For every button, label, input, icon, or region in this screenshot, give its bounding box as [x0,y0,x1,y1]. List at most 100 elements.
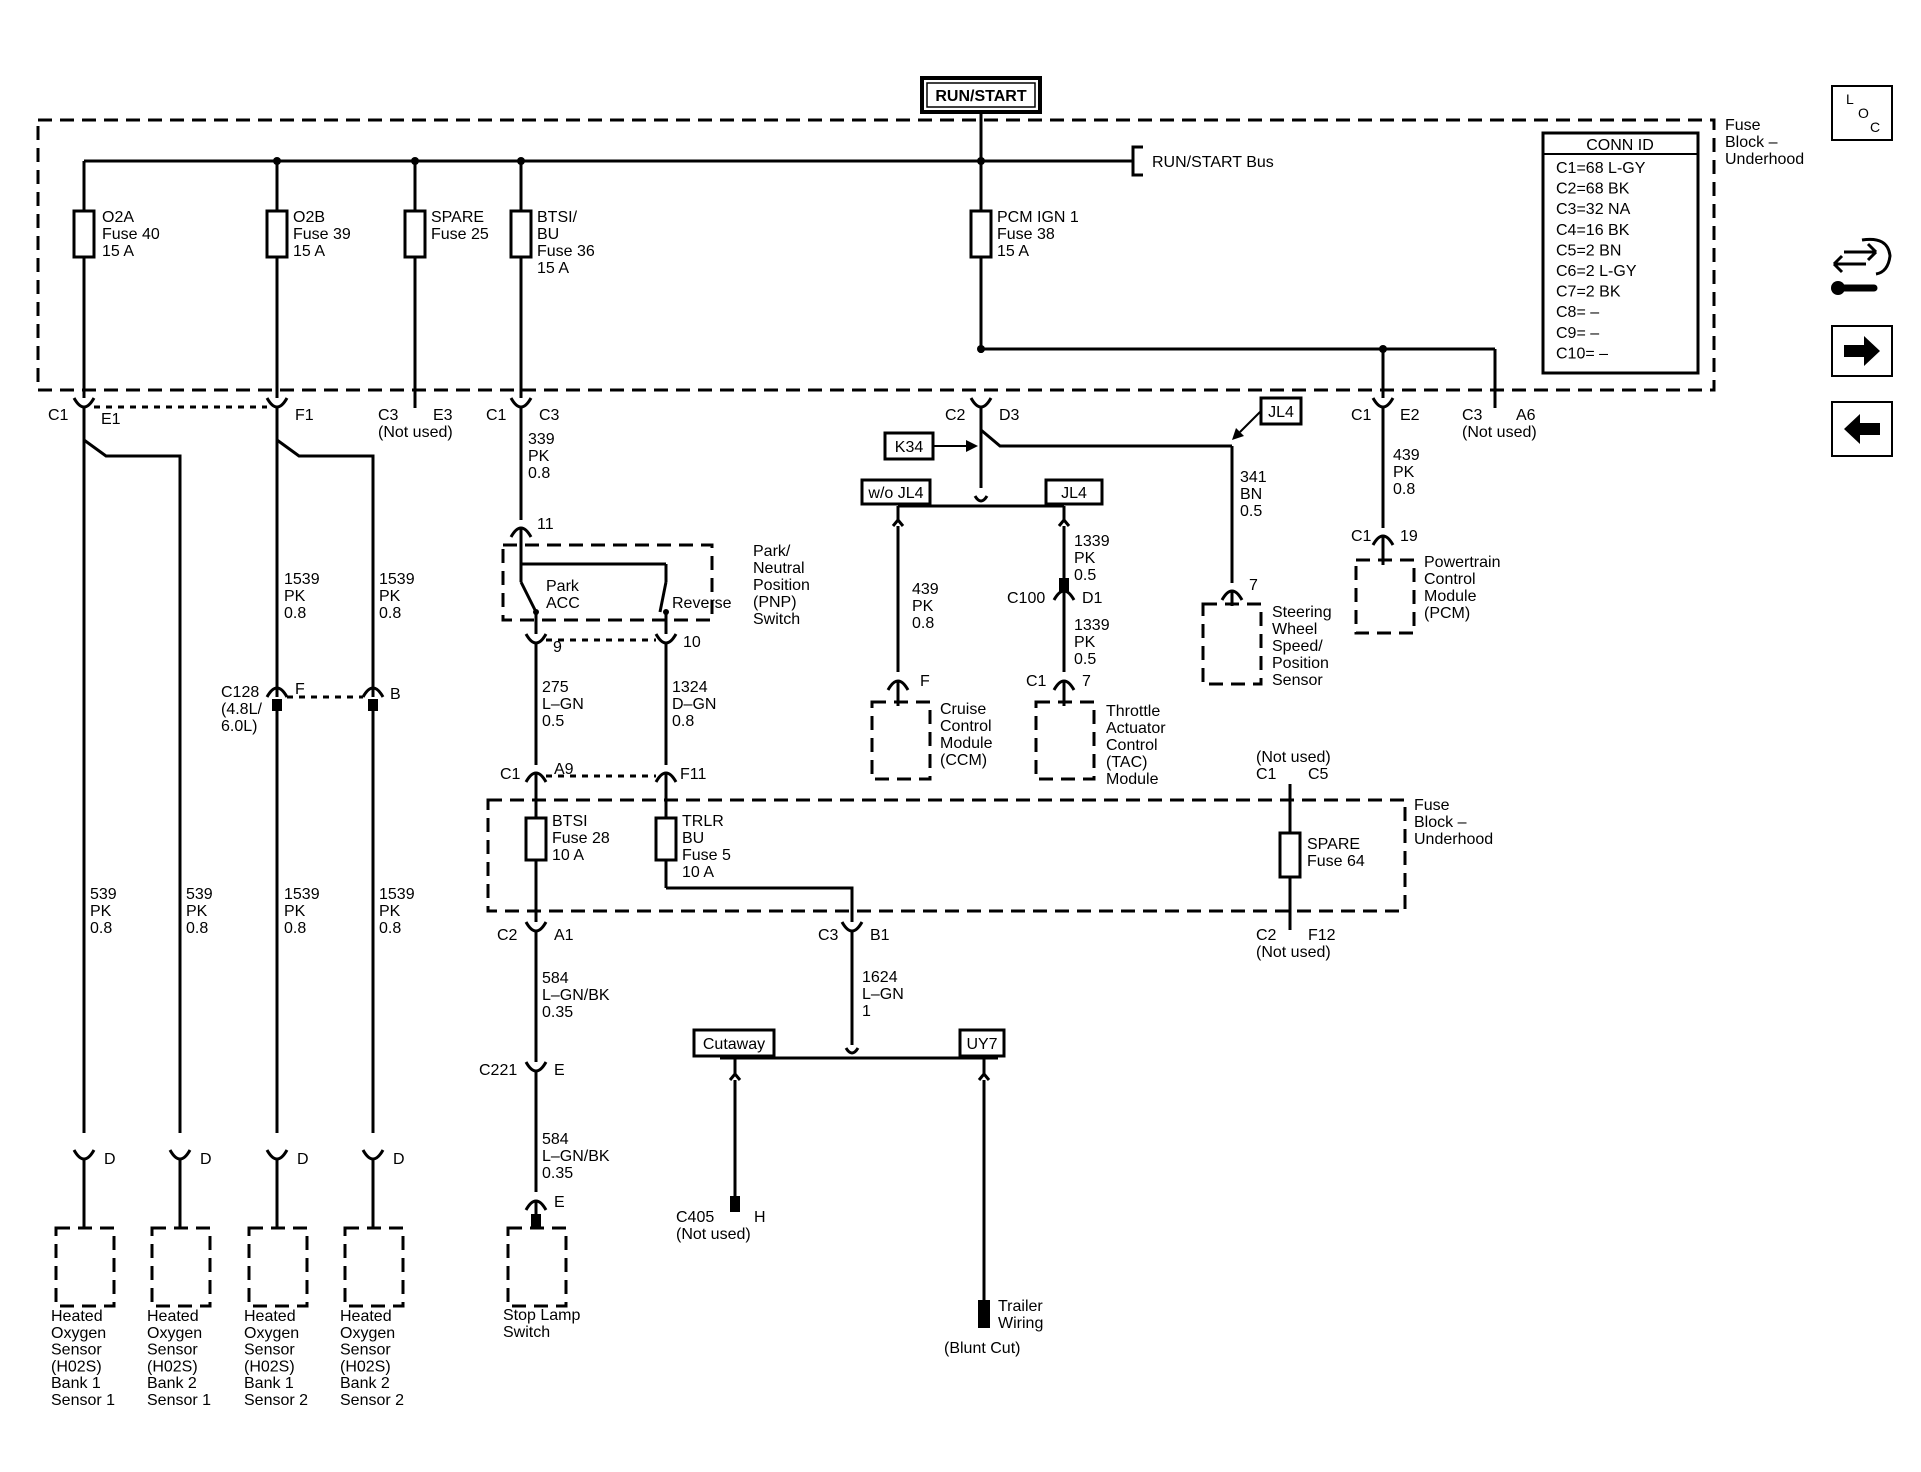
connector-label: 10 [683,634,701,651]
connector-label: C3 [539,407,560,424]
wire-label: 0.8 [186,920,208,937]
conn-id-row: C1=68 L-GY [1556,160,1646,177]
switch-label: Reverse [672,595,732,612]
component-label: Bank 2 [340,1375,390,1392]
fuse-label: Fuse 28 [552,830,610,847]
component-label: Cruise [940,701,986,718]
wire-label: PK [1074,634,1096,651]
conn-id-row: C4=16 BK [1556,222,1630,239]
wire-label: L–GN/BK [542,987,610,1004]
wire-label: L–GN [542,696,584,713]
connector-label: A6 [1516,407,1536,424]
previous-arrow-icon[interactable] [1831,401,1893,457]
wire-label: PK [284,588,306,605]
connector-label: C2 [497,927,518,944]
connector-label: C1 [1256,766,1277,783]
component-label: Sensor [244,1342,295,1359]
component-label: Oxygen [51,1325,106,1342]
conn-id-row: C3=32 NA [1556,201,1631,218]
fuse-block-lower-label: Underhood [1414,831,1493,848]
wire-label: PK [912,598,934,615]
fuse-36 [509,209,533,259]
wire-label: 275 [542,679,569,696]
connector-label: C221 [479,1062,517,1079]
heated-oxygen-sensor [54,1226,116,1308]
component-label: Control [1424,571,1476,588]
component-label: Sensor [340,1342,391,1359]
option-jl4-label: JL4 [1268,404,1294,421]
wire-label: 584 [542,970,569,987]
component-label: Heated [340,1308,392,1325]
fuse-39 [265,209,289,259]
component-label: Sensor [147,1342,198,1359]
conn-id-title: CONN ID [1586,137,1654,154]
fuse-label: 10 A [552,847,584,864]
wire-label: 341 [1240,469,1267,486]
component-label: Heated [51,1308,103,1325]
component-label: Throttle [1106,703,1160,720]
wire-label: 1339 [1074,617,1110,634]
connector-label: 11 [537,516,554,533]
wire-label: PK [90,903,112,920]
fuse-40 [72,209,96,259]
component-label: Oxygen [340,1325,395,1342]
component-label: Bank 1 [51,1375,101,1392]
wire-label: 1539 [284,886,320,903]
fuse-label: Fuse 39 [293,226,351,243]
connector-label: (Not used) [1256,749,1331,766]
connector-label: (4.8L/ [221,701,262,718]
component-label: (PCM) [1424,605,1470,622]
fuse-label: Fuse 36 [537,243,595,260]
connector-label: (Not used) [1462,424,1537,441]
component-label: Module [1106,771,1159,788]
wire-label: PK [379,588,401,605]
wire-label: PK [528,448,550,465]
fuse-block-upper-label-3: Underhood [1725,151,1804,168]
switch-label: Switch [753,611,800,628]
connector-label: E [554,1062,565,1079]
connector-label: C1 [1351,407,1372,424]
option-uy7-label: UY7 [966,1036,997,1053]
connector-label: 19 [1400,528,1418,545]
loc-o: O [1858,105,1869,121]
component-label: Oxygen [244,1325,299,1342]
wire-label: 1539 [284,571,320,588]
steering-sensor [1201,602,1263,686]
connector-label: C3 [818,927,839,944]
component-label: (H02S) [340,1358,391,1375]
heated-oxygen-sensor [150,1226,212,1308]
fuse-label: PCM IGN 1 [997,209,1079,226]
connector-label: C128 [221,684,259,701]
stop-lamp-switch [506,1226,568,1308]
wire-label: 1324 [672,679,708,696]
wire-label: 0.35 [542,1004,573,1021]
wire-label: PK [1074,550,1096,567]
component-label: (Blunt Cut) [944,1340,1020,1357]
wire-label: 584 [542,1131,569,1148]
loc-l: L [1846,91,1854,107]
component-label: Oxygen [147,1325,202,1342]
component-label: Switch [503,1324,550,1341]
service-info-icon[interactable] [1831,237,1892,295]
connector-label: C3 [378,407,399,424]
connector-label: C1 [500,766,521,783]
wire-label: 0.8 [284,605,306,622]
fuse-label: 15 A [293,243,325,260]
connector-label: (Not used) [1256,944,1331,961]
connector-label: E2 [1400,407,1420,424]
component-label: Sensor [1272,672,1323,689]
fuse-28 [524,816,548,862]
next-arrow-icon[interactable] [1831,325,1893,377]
fuse-label: 15 A [537,260,569,277]
fuse-label: Fuse 64 [1307,853,1365,870]
connector-label: D [200,1151,212,1168]
wire-label: 1339 [1074,533,1110,550]
fuse-label: Fuse 25 [431,226,489,243]
component-label: Trailer [998,1298,1043,1315]
wire-label: 539 [186,886,213,903]
wire-label: BN [1240,486,1262,503]
loc-icon[interactable]: L O C [1831,85,1893,141]
component-label: Control [1106,737,1158,754]
component-label: Module [1424,588,1477,605]
conn-id-row: C2=68 BK [1556,181,1630,198]
